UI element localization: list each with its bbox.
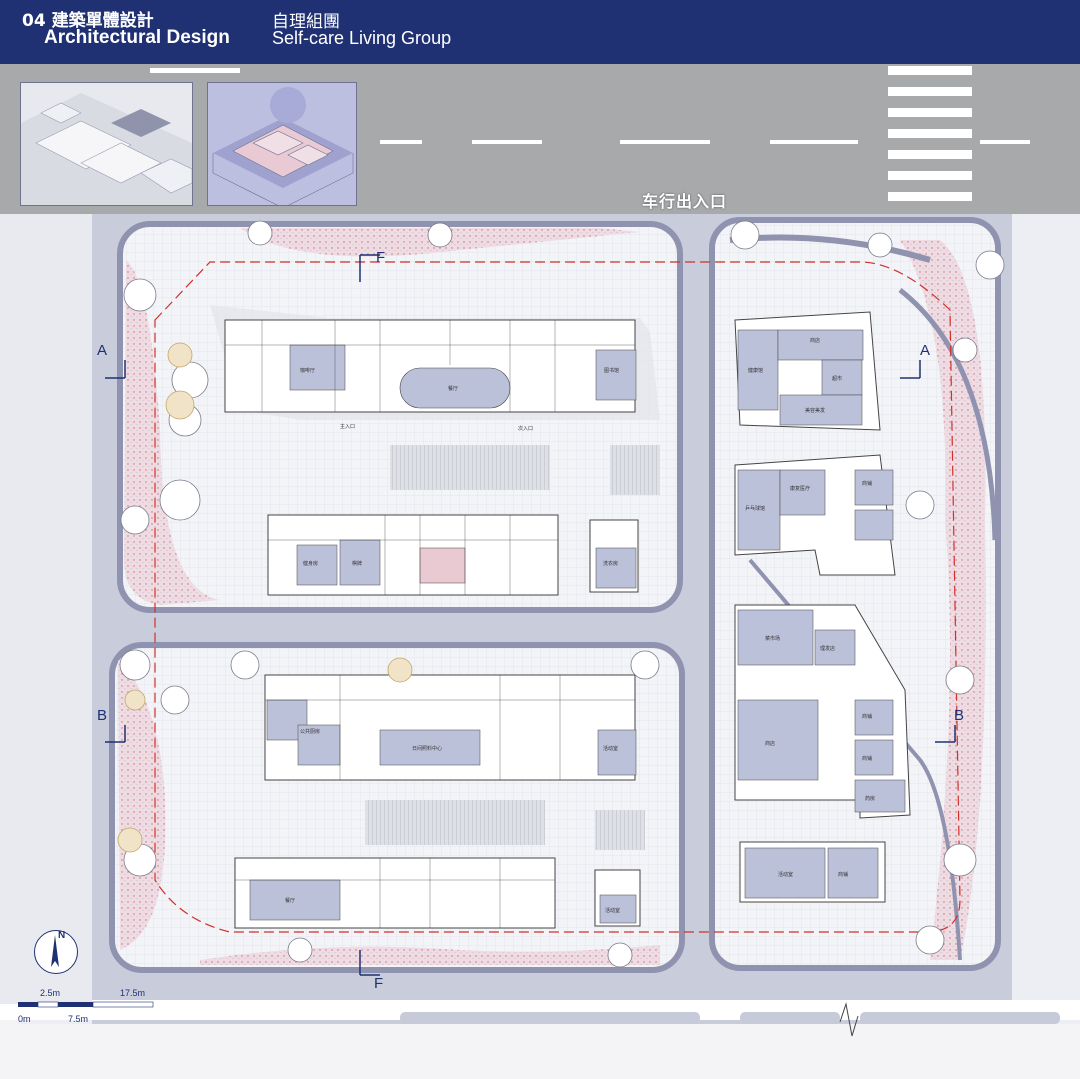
context-axon-illustration xyxy=(21,93,193,205)
sheet-header: 04 建築單體設計 Architectural Design 自理組團 Self… xyxy=(0,0,1080,64)
room-dining: 餐厅 xyxy=(448,385,458,392)
room-cafe: 咖啡厅 xyxy=(300,367,315,374)
north-arrow-icon xyxy=(51,935,59,967)
room-laundry: 洗衣房 xyxy=(603,560,618,567)
room-library: 图书馆 xyxy=(604,367,619,374)
room-clinic: 健康馆 xyxy=(748,367,763,374)
room-chess: 棋牌 xyxy=(352,560,362,567)
site-boundary-line xyxy=(154,261,961,933)
room-activity3: 活动室 xyxy=(778,871,793,878)
scale-tick-bottom-2: 7.5m xyxy=(68,1014,89,1024)
room-store: 商铺 xyxy=(862,480,872,487)
vehicle-entrance-label: 车行出入口 xyxy=(642,192,728,211)
room-public-kitchen: 公共厨房 xyxy=(300,728,320,735)
north-label: N xyxy=(58,930,66,941)
room-supermarket2: 商铺 xyxy=(862,713,872,720)
crosswalk xyxy=(888,66,972,201)
section-marker-b-left: B xyxy=(97,707,107,724)
room-gym: 健身房 xyxy=(303,560,318,567)
room-dining-south: 餐厅 xyxy=(285,897,295,904)
section-title-zh: 04 建築單體設計 xyxy=(22,11,154,31)
group-axonometric-thumbnail xyxy=(207,82,357,209)
room-supermarket: 超市 xyxy=(832,375,842,382)
courtyard-decks xyxy=(365,445,660,850)
room-shop: 商店 xyxy=(810,337,820,344)
building-south-lower xyxy=(234,857,641,929)
scale-tick-bottom-1: 0m xyxy=(18,1014,31,1024)
entry-main-label: 主入口 xyxy=(340,423,355,430)
section-marker-f-bottom: F xyxy=(374,975,383,992)
room-tabletennis: 乒乓球馆 xyxy=(745,505,765,512)
scale-bar: 2.5m 17.5m 0m 7.5m xyxy=(18,988,228,1028)
lane-dashes xyxy=(150,68,1030,144)
building-south-upper xyxy=(264,674,637,781)
section-markers xyxy=(105,254,956,976)
section-marker-b-right: B xyxy=(954,707,964,724)
road-markings xyxy=(150,66,1030,201)
room-market: 菜市场 xyxy=(765,635,780,642)
group-title-en: Self-care Living Group xyxy=(272,28,452,48)
section-title-en: Architectural Design xyxy=(44,27,230,48)
room-physio: 康复医疗 xyxy=(790,485,810,492)
scale-tick-top-1: 2.5m xyxy=(40,988,61,998)
group-title-zh: 自理組團 xyxy=(272,12,340,32)
east-buildings xyxy=(734,311,911,903)
section-marker-a-right: A xyxy=(920,342,930,359)
building-north-lower xyxy=(267,514,639,596)
room-shop3: 商店 xyxy=(765,740,775,747)
building-north-upper xyxy=(210,305,660,420)
bottom-road xyxy=(400,1002,1060,1037)
flowering-trees xyxy=(117,342,413,853)
context-axonometric-thumbnail xyxy=(20,82,193,206)
scale-bar-graphic xyxy=(18,1001,154,1008)
north-arrow xyxy=(34,930,78,974)
entry-side-label: 次入口 xyxy=(518,425,533,432)
group-axon-illustration xyxy=(212,87,354,209)
room-labels: 咖啡厅 餐厅 图书馆 健身房 棋牌 洗衣房 公共厨房 日间照料中心 活动室 餐厅… xyxy=(285,337,875,914)
trees xyxy=(119,220,1005,968)
scale-tick-top-2: 17.5m xyxy=(120,988,146,998)
room-activity-center: 日间照料中心 xyxy=(412,745,442,752)
section-marker-f-top: F xyxy=(376,249,385,266)
room-beauty: 美容美发 xyxy=(805,407,825,414)
room-shop4: 商铺 xyxy=(862,755,872,762)
section-marker-a-left: A xyxy=(97,342,107,359)
room-activity-room: 活动室 xyxy=(603,745,618,752)
room-activity-south: 活动室 xyxy=(605,907,620,914)
room-store5: 商铺 xyxy=(838,871,848,878)
room-haircut: 理发店 xyxy=(820,645,835,652)
room-pharmacy: 药房 xyxy=(865,795,875,802)
